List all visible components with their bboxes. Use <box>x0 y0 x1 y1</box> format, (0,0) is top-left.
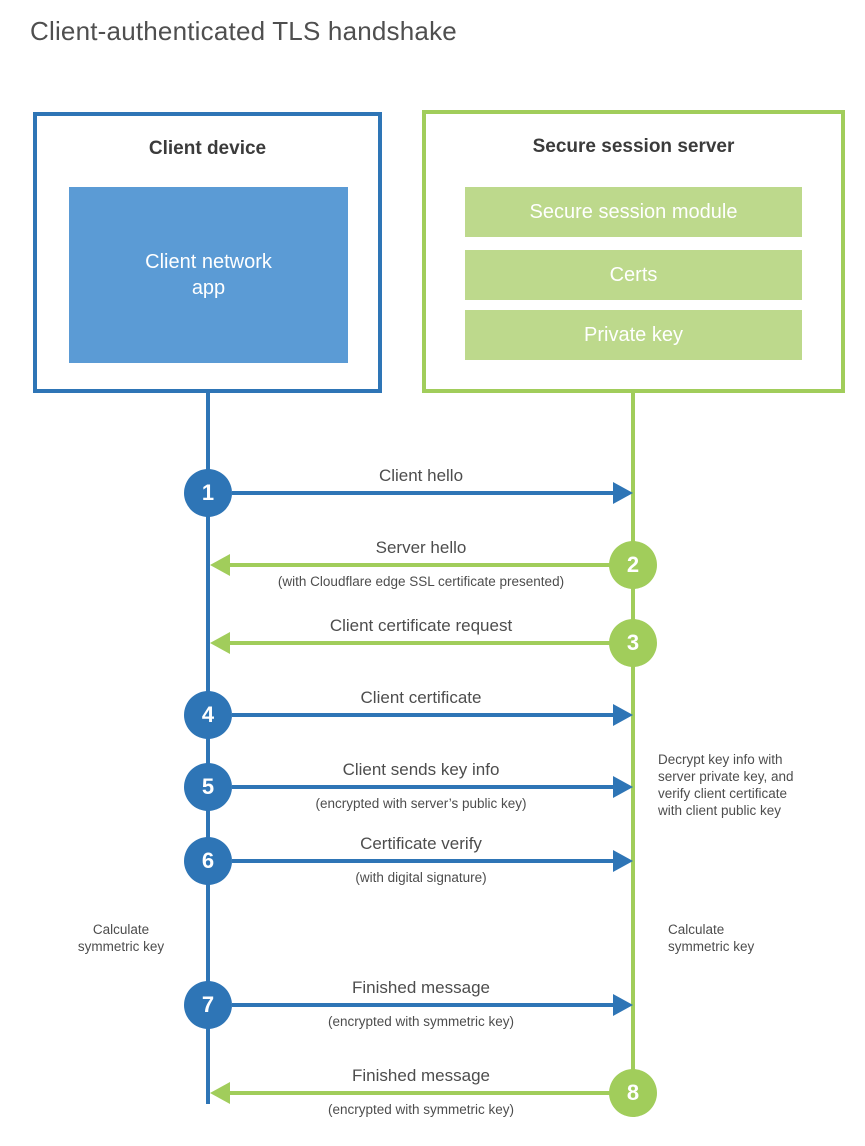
step-4-number: 4 <box>201 702 215 727</box>
step-8-number: 8 <box>626 1080 640 1105</box>
step-3-label: Client certificate request <box>329 616 513 635</box>
step-1-circle: 1 <box>184 469 232 517</box>
step-4-circle: 4 <box>184 691 232 739</box>
step-7-arrow-shaft <box>232 1003 613 1007</box>
step-8-sublabel: (encrypted with symmetric key) <box>327 1102 515 1117</box>
server-module-bar-1: Secure session module <box>465 187 802 237</box>
step-6-label: Certificate verify <box>360 834 482 853</box>
step-5-number: 5 <box>201 774 215 799</box>
step-6-sublabel: (with digital signature) <box>355 870 487 885</box>
step-5-circle: 5 <box>184 763 232 811</box>
step-1-arrow-shaft <box>232 491 613 495</box>
client-lifeline <box>206 391 210 1104</box>
step-5-label: Client sends key info <box>342 760 500 779</box>
calculate-symmetric-key-left-annotation: Calculate symmetric key <box>77 922 165 954</box>
client-network-app-box: Client network app <box>69 187 348 363</box>
step-1-number: 1 <box>201 480 215 505</box>
step-8-label: Finished message <box>352 1066 490 1085</box>
step-8-arrowhead-icon <box>210 1082 230 1104</box>
step-4-label: Client certificate <box>360 688 482 707</box>
decrypt-key-info-annotation: Decrypt key info with server private key… <box>658 752 794 818</box>
step-3-arrow-shaft <box>230 641 611 645</box>
step-2-circle: 2 <box>609 541 657 589</box>
step-6-circle: 6 <box>184 837 232 885</box>
step-2-arrowhead-icon <box>210 554 230 576</box>
step-7-circle: 7 <box>184 981 232 1029</box>
secure-session-server-title: Secure session server <box>532 136 735 157</box>
step-2-label: Server hello <box>375 538 467 557</box>
step-3-number: 3 <box>626 630 640 655</box>
step-7-number: 7 <box>201 992 215 1017</box>
step-6-arrow-shaft <box>232 859 613 863</box>
server-module-bar-3: Private key <box>465 310 802 360</box>
step-8-arrow-shaft <box>230 1091 611 1095</box>
step-3-circle: 3 <box>609 619 657 667</box>
step-5-arrow-shaft <box>232 785 613 789</box>
server-lifeline <box>631 391 635 1093</box>
step-8-circle: 8 <box>609 1069 657 1117</box>
step-5-arrowhead-icon <box>613 776 633 798</box>
step-2-sublabel: (with Cloudflare edge SSL certificate pr… <box>277 574 565 589</box>
step-5-sublabel: (encrypted with server’s public key) <box>315 796 527 811</box>
calculate-symmetric-key-right-annotation: Calculate symmetric key <box>668 922 755 954</box>
step-7-label: Finished message <box>352 978 490 997</box>
step-6-number: 6 <box>201 848 215 873</box>
step-1-arrowhead-icon <box>613 482 633 504</box>
step-2-arrow-shaft <box>230 563 611 567</box>
step-4-arrowhead-icon <box>613 704 633 726</box>
client-device-title: Client device <box>148 138 267 159</box>
step-7-arrowhead-icon <box>613 994 633 1016</box>
step-1-label: Client hello <box>378 466 464 485</box>
server-module-bar-2: Certs <box>465 250 802 300</box>
step-2-number: 2 <box>626 552 640 577</box>
step-3-arrowhead-icon <box>210 632 230 654</box>
step-7-sublabel: (encrypted with symmetric key) <box>327 1014 515 1029</box>
step-4-arrow-shaft <box>232 713 613 717</box>
page-title: Client-authenticated TLS handshake <box>30 16 457 46</box>
step-6-arrowhead-icon <box>613 850 633 872</box>
